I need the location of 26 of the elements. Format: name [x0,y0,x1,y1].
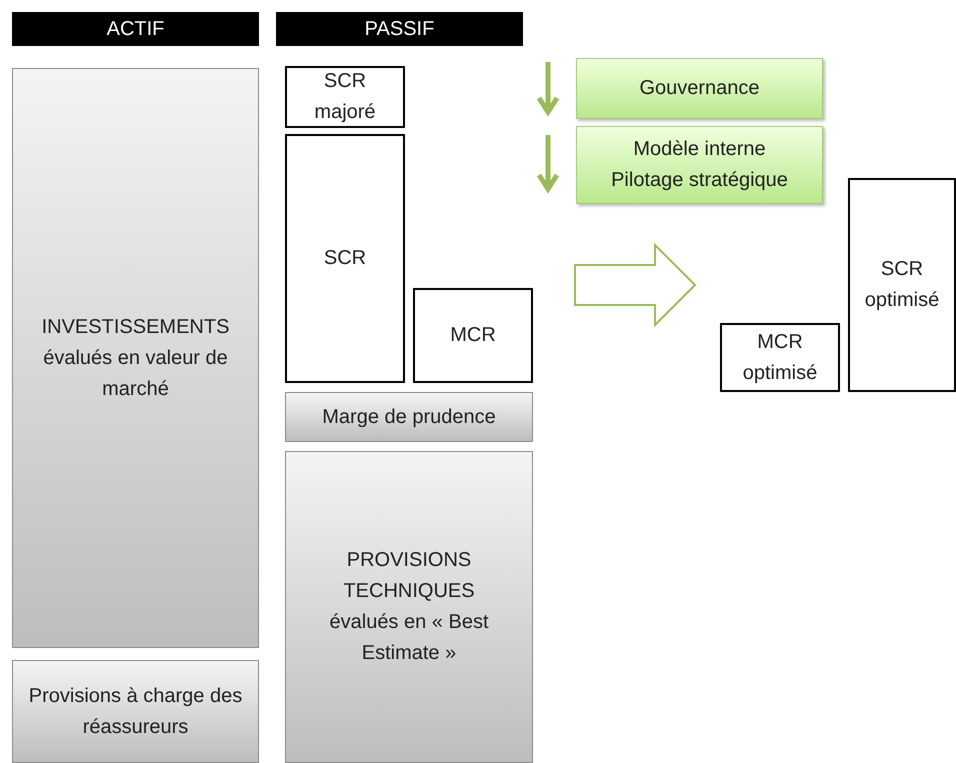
lever-label: Modèle interne Pilotage stratégique [610,137,789,193]
lever-box [576,58,823,119]
block-label: PROVISIONS TECHNIQUES évalués en « Best Estimate » [328,548,490,666]
capital-box [285,66,405,128]
capital-box [413,288,533,383]
balance-block [285,392,533,442]
balance-block [12,660,259,763]
box-label: MCR [449,323,497,348]
column-heading: ACTIF [106,16,166,42]
box-label: SCR optimisé [864,257,940,313]
header-bar [276,12,523,46]
balance-block [12,68,259,648]
capital-box [720,323,840,392]
header-bar [12,12,259,46]
box-label: MCR optimisé [742,330,818,386]
lever-box [576,126,823,204]
column-heading: PASSIF [364,16,436,42]
capital-box [285,134,405,383]
box-label: SCR [322,246,368,271]
balance-block [285,451,533,763]
lever-label: Gouvernance [638,76,761,101]
block-label: INVESTISSEMENTS évalués en valeur de marché [40,314,230,402]
box-label: SCR majoré [313,69,377,125]
block-label: Provisions à charge des réassureurs [28,684,244,740]
capital-box [848,178,956,392]
block-label: Marge de prudence [321,404,497,430]
